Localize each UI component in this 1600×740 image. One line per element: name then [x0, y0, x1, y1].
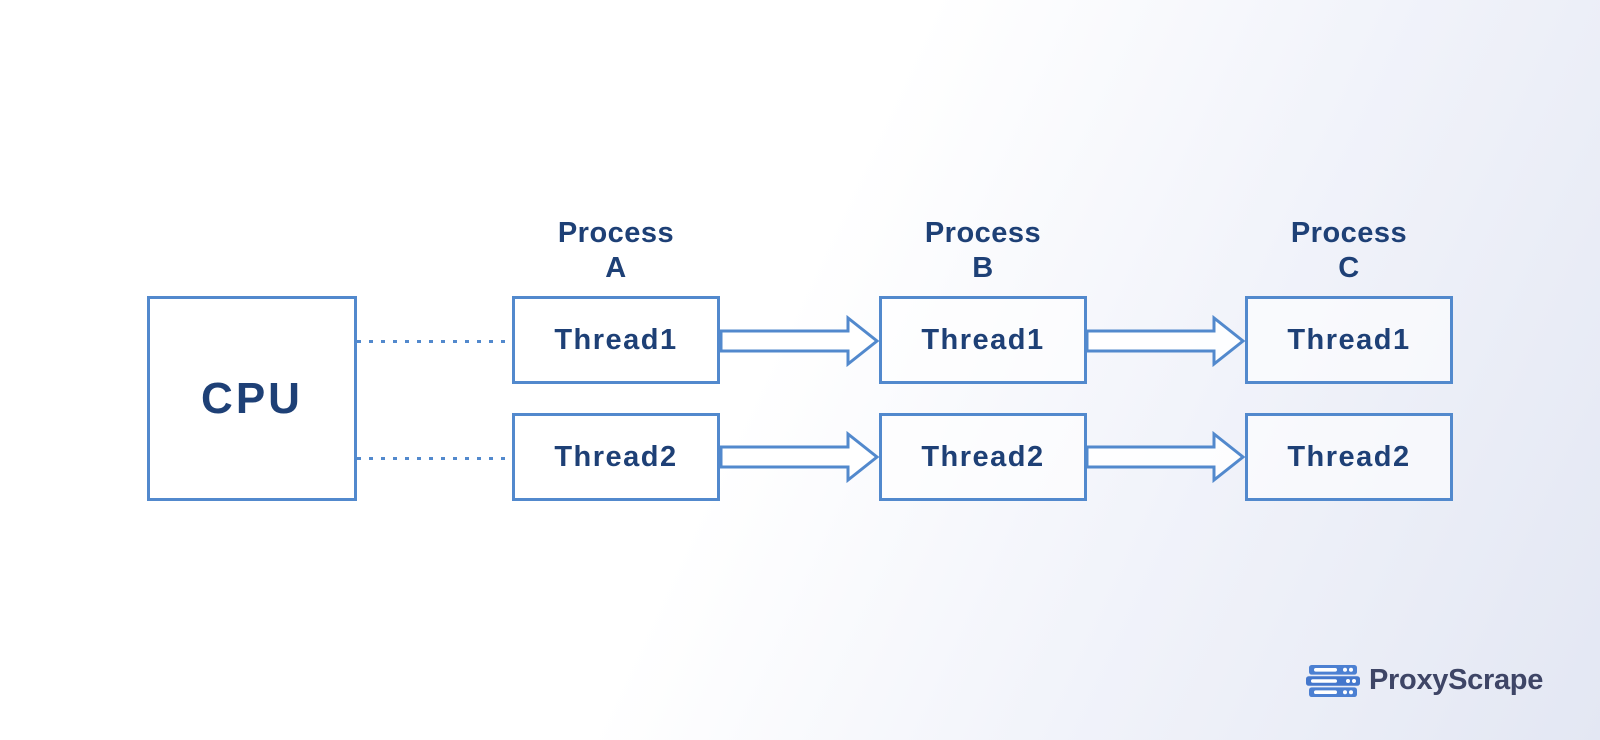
thread-label: Thread1	[921, 323, 1045, 356]
process-b-thread1-box: Thread1	[879, 296, 1087, 384]
process-a-title-line1: Process	[557, 217, 675, 249]
process-b-title-line2: B	[972, 252, 994, 284]
cpu-label: CPU	[201, 373, 303, 423]
process-b-title-line1: Process	[924, 217, 1042, 249]
cpu-box: CPU	[147, 296, 357, 501]
process-a-title-line2: A	[605, 252, 627, 284]
flow-arrow-a1-to-b1	[720, 315, 880, 367]
process-a-title: Process A	[512, 216, 720, 286]
process-b-thread2-box: Thread2	[879, 413, 1087, 501]
brand-logo: ProxyScrape	[1306, 664, 1543, 697]
thread-label: Thread2	[1287, 440, 1411, 473]
flow-arrow-a2-to-b2	[720, 431, 880, 483]
flow-arrow-b2-to-c2	[1086, 431, 1246, 483]
thread-label: Thread1	[1287, 323, 1411, 356]
dashed-connector-cpu-thread1	[357, 340, 513, 343]
process-c-title-line1: Process	[1290, 217, 1408, 249]
process-b-title: Process B	[879, 216, 1087, 286]
process-c-title: Process C	[1245, 216, 1453, 286]
brand-name: ProxyScrape	[1369, 664, 1544, 696]
process-c-thread1-box: Thread1	[1245, 296, 1453, 384]
thread-label: Thread2	[921, 440, 1045, 473]
dashed-connector-cpu-thread2	[357, 457, 513, 460]
flow-arrow-b1-to-c1	[1086, 315, 1246, 367]
process-c-title-line2: C	[1338, 252, 1360, 284]
thread-label: Thread2	[554, 440, 678, 473]
process-a-thread1-box: Thread1	[512, 296, 720, 384]
server-stack-icon	[1306, 664, 1360, 697]
thread-label: Thread1	[554, 323, 678, 356]
process-c-thread2-box: Thread2	[1245, 413, 1453, 501]
process-a-thread2-box: Thread2	[512, 413, 720, 501]
